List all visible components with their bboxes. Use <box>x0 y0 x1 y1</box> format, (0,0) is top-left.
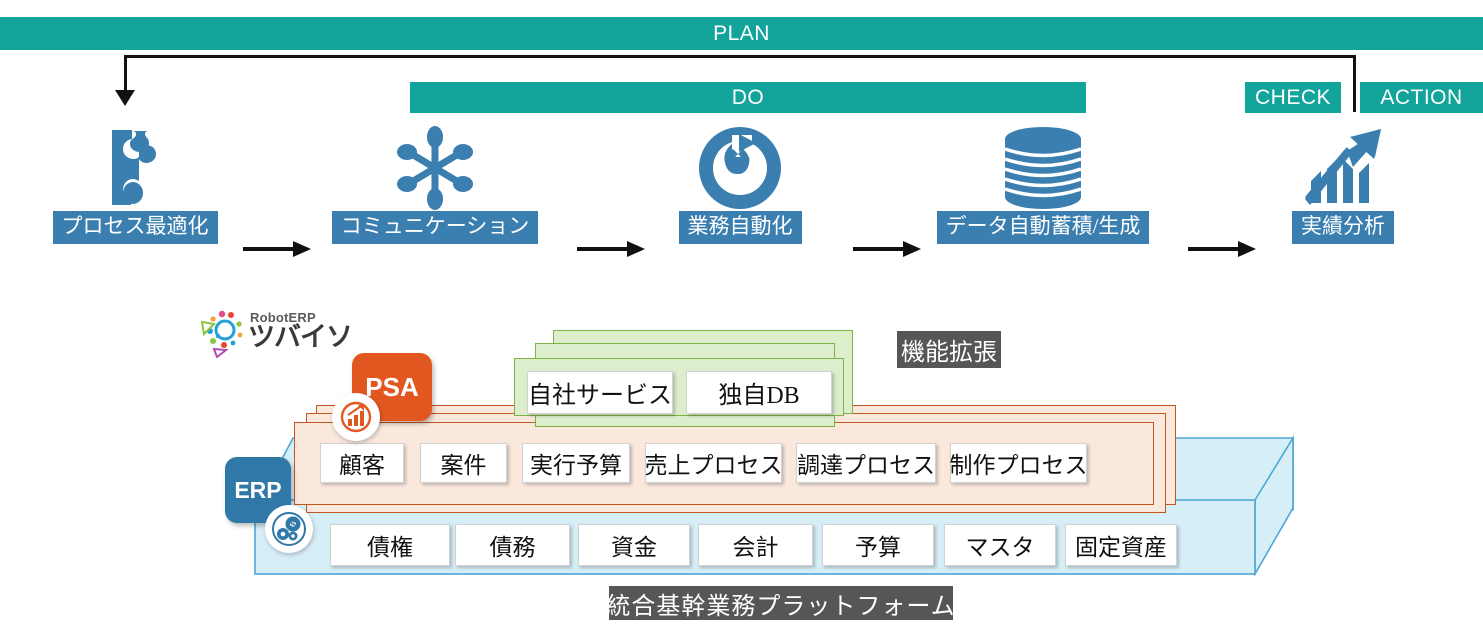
chip-orange-5[interactable]: 制作プロセス <box>950 443 1088 483</box>
band-plan-label: PLAN <box>713 21 770 45</box>
puzzle-piece-icon <box>30 125 240 211</box>
chip-blue-4[interactable]: 予算 <box>822 524 934 566</box>
step-label-data-accumulation: データ自動蓄積/生成 <box>936 211 1150 244</box>
logo-top-text: RobotERP <box>250 310 316 325</box>
chip-blue-2[interactable]: 資金 <box>578 524 690 566</box>
connector-left-line <box>124 55 127 93</box>
chip-orange-3[interactable]: 売上プロセス <box>645 443 783 483</box>
step-data-accumulation: データ自動蓄積/生成 <box>928 125 1158 244</box>
chip-orange-4[interactable]: 調達プロセス <box>796 443 936 483</box>
flow-arrow-4 <box>1188 241 1256 257</box>
step-performance-analysis: 実績分析 <box>1258 125 1428 244</box>
chip-blue-3[interactable]: 会計 <box>698 524 813 566</box>
step-label-performance-analysis: 実績分析 <box>1292 211 1394 244</box>
connector-horizontal-line <box>126 55 1356 58</box>
band-check: CHECK <box>1245 82 1341 113</box>
logo-main-text: ツバイソ <box>248 322 353 352</box>
band-do: DO <box>410 82 1086 113</box>
chip-green-0[interactable]: 自社サービス <box>527 371 673 414</box>
step-label-communication: コミュニケーション <box>331 211 539 244</box>
band-action: ACTION <box>1360 82 1483 113</box>
label-platform: 統合基幹業務プラットフォーム <box>606 586 955 620</box>
dot-cluster-logo-icon <box>198 306 248 359</box>
connector-arrowhead-icon <box>115 90 135 106</box>
step-label-work-automation: 業務自動化 <box>678 211 802 244</box>
badge-erp-label: ERP <box>234 476 282 503</box>
step-process-optimization: プロセス最適化 <box>30 125 240 244</box>
chip-orange-2[interactable]: 実行予算 <box>522 443 630 483</box>
chip-blue-6[interactable]: 固定資産 <box>1065 524 1177 566</box>
step-label-process-optimization: プロセス最適化 <box>52 211 218 244</box>
chip-orange-1[interactable]: 案件 <box>420 443 507 483</box>
chip-blue-0[interactable]: 債権 <box>330 524 450 566</box>
database-stack-icon <box>928 125 1158 211</box>
connector-right-line <box>1353 55 1356 112</box>
band-do-label: DO <box>731 85 765 109</box>
step-communication: コミュニケーション <box>320 125 550 244</box>
band-action-label: ACTION <box>1380 85 1463 109</box>
chip-blue-1[interactable]: 債務 <box>455 524 570 566</box>
flow-arrow-3 <box>853 241 921 257</box>
svg-text:$: $ <box>290 519 296 531</box>
gears-money-icon: $ <box>265 505 313 553</box>
badge-psa-label: PSA <box>365 371 419 402</box>
chip-green-1[interactable]: 独自DB <box>686 371 832 414</box>
circular-refresh-icon <box>655 125 825 211</box>
flow-arrow-1 <box>243 241 311 257</box>
chip-orange-0[interactable]: 顧客 <box>320 443 404 483</box>
network-nodes-icon <box>320 125 550 211</box>
chip-blue-5[interactable]: マスタ <box>944 524 1056 566</box>
bar-chart-growth-icon <box>1258 125 1428 211</box>
chart-circle-icon <box>332 393 380 441</box>
step-work-automation: 業務自動化 <box>655 125 825 244</box>
band-plan: PLAN <box>0 17 1483 50</box>
label-function-extension: 機能拡張 <box>897 331 1001 368</box>
band-check-label: CHECK <box>1254 85 1331 109</box>
flow-arrow-2 <box>577 241 645 257</box>
